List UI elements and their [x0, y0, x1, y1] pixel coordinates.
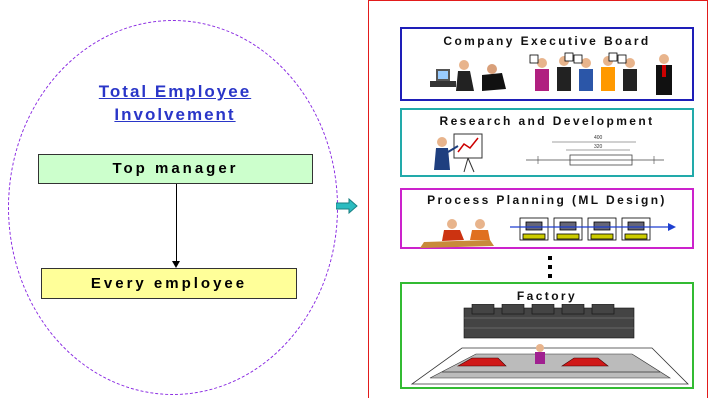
dimension-400: 400: [594, 135, 603, 141]
process-planning-illustration: [420, 217, 676, 248]
dimension-320: 320: [594, 144, 603, 150]
factory-box: Factory: [400, 282, 694, 389]
research-development-box: Research and Development 400 320: [400, 108, 694, 177]
executive-meeting-illustration: [430, 52, 672, 95]
research-development-label: Research and Development: [439, 114, 655, 128]
process-planning-label: Process Planning (ML Design): [427, 193, 667, 207]
factory-label: Factory: [516, 289, 578, 303]
executive-board-label: Company Executive Board: [443, 34, 651, 48]
executive-board-box: Company Executive Board: [400, 27, 694, 101]
title-line-1: Total Employee: [98, 82, 252, 101]
factory-illustration: [410, 304, 689, 385]
top-manager-box: Top manager: [38, 154, 313, 184]
every-employee-box: Every employee: [41, 268, 297, 299]
more-levels-ellipsis: [546, 256, 554, 278]
organization-panel: [368, 0, 708, 398]
rd-illustration: 400 320: [434, 133, 664, 173]
down-arrow: [172, 184, 180, 268]
title-line-2: Involvement: [114, 105, 236, 124]
involvement-ellipse: [8, 20, 338, 395]
process-planning-box: Process Planning (ML Design): [400, 188, 694, 249]
connector-right-arrow-icon: [336, 198, 358, 214]
involvement-title: Total Employee Involvement: [40, 80, 310, 126]
